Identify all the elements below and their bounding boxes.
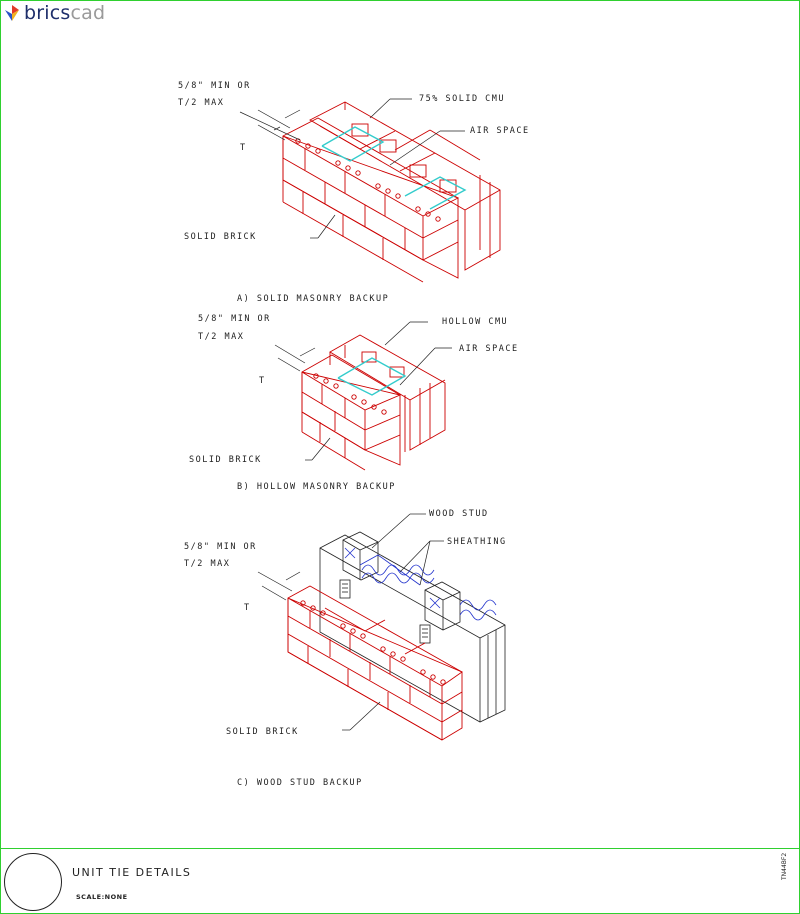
detail-b-dim-max: T/2 MAX [198, 332, 245, 342]
detail-b-callout-brick: SOLID BRICK [189, 455, 262, 465]
detail-a-dim-t: T [240, 143, 247, 153]
detail-b-cmu [329, 334, 446, 452]
detail-b-tie [337, 357, 407, 396]
detail-b-brick [301, 354, 402, 471]
detail-c-caption: C) WOOD STUD BACKUP [237, 778, 363, 788]
detail-c-dim-max: T/2 MAX [184, 559, 231, 569]
detail-b-callout-air: AIR SPACE [459, 344, 519, 354]
detail-a-callout-air: AIR SPACE [470, 126, 530, 136]
detail-reference-circle [4, 853, 62, 911]
detail-b-graphic [274, 321, 452, 471]
bricscad-logo-icon [5, 5, 19, 21]
detail-c-graphic [257, 513, 506, 741]
detail-a-graphic [239, 98, 501, 283]
detail-a-brick [282, 117, 460, 283]
detail-b-dimensions [274, 321, 452, 461]
detail-a-callout-cmu: 75% SOLID CMU [419, 94, 506, 104]
detail-b-callout-cmu: HOLLOW CMU [442, 317, 509, 327]
detail-a-dim-min: 5/8" MIN OR [178, 81, 251, 91]
detail-c-sheathing [319, 534, 506, 723]
logo-brand: brics [24, 2, 71, 24]
detail-c-dimensions [257, 513, 444, 731]
detail-b-dim-min: 5/8" MIN OR [198, 314, 271, 324]
detail-c-callout-brick: SOLID BRICK [226, 727, 299, 737]
app-logo: bricscad [4, 2, 105, 24]
logo-suffix: cad [70, 2, 106, 24]
drawing-title: UNIT TIE DETAILS [72, 866, 192, 879]
detail-c-dim-t: T [244, 603, 251, 613]
detail-a-tie [321, 126, 467, 210]
detail-c-studs [342, 531, 461, 631]
detail-a-dimensions [239, 98, 465, 239]
title-block-divider [0, 848, 800, 849]
detail-c-brick [287, 585, 463, 741]
detail-a-dim-max: T/2 MAX [178, 98, 225, 108]
detail-a-caption: A) SOLID MASONRY BACKUP [237, 294, 390, 304]
detail-b-dim-t: T [259, 376, 266, 386]
detail-c-callout-stud: WOOD STUD [429, 509, 489, 519]
detail-c-ties [339, 579, 431, 644]
logo-text: bricscad [24, 2, 105, 24]
detail-c-insulation [344, 547, 497, 621]
drawing-scale: SCALE:NONE [76, 893, 128, 901]
detail-c-dim-min: 5/8" MIN OR [184, 542, 257, 552]
detail-c-callout-sheathing: SHEATHING [447, 537, 507, 547]
drawing-code: TN44BF2 [781, 852, 788, 880]
detail-a-callout-brick: SOLID BRICK [184, 232, 257, 242]
detail-b-caption: B) HOLLOW MASONRY BACKUP [237, 482, 396, 492]
